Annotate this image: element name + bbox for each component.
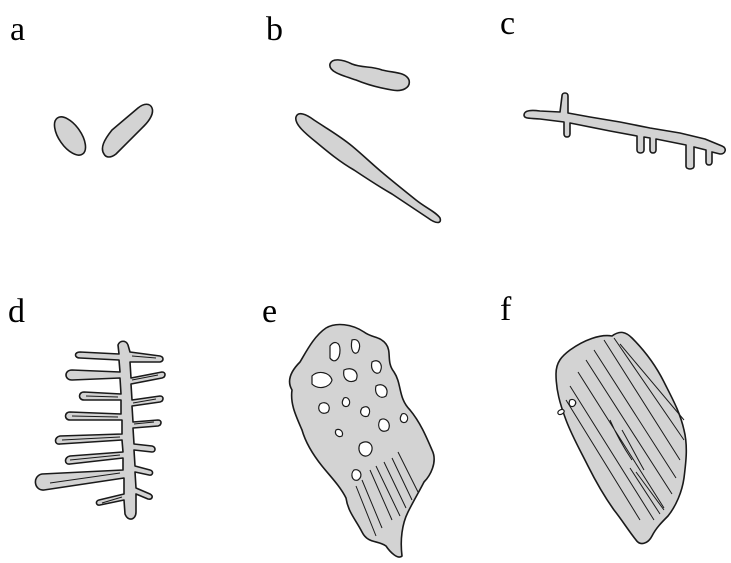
particle-c1 [524,93,725,169]
particle-b2 [296,114,441,223]
particle-f1 [556,332,686,543]
panel-label-c: c [500,5,515,42]
panel-c-particles [524,93,725,169]
particle-a2 [102,104,152,157]
panel-f-particles [556,332,686,543]
panel-label-f: f [500,291,512,328]
panel-label-d: d [8,293,25,330]
particle-b1 [330,60,409,91]
panel-d-particles [35,341,165,519]
particle-a1 [48,112,91,161]
panel-label-b: b [266,11,283,48]
panel-label-a: a [10,11,25,48]
panel-a-particles [48,104,152,160]
panel-b-particles [296,60,441,223]
particle-e1 [290,325,435,558]
particle-d1-dendrite [35,341,165,519]
panel-label-e: e [262,293,277,330]
panel-e-particles [290,325,435,558]
